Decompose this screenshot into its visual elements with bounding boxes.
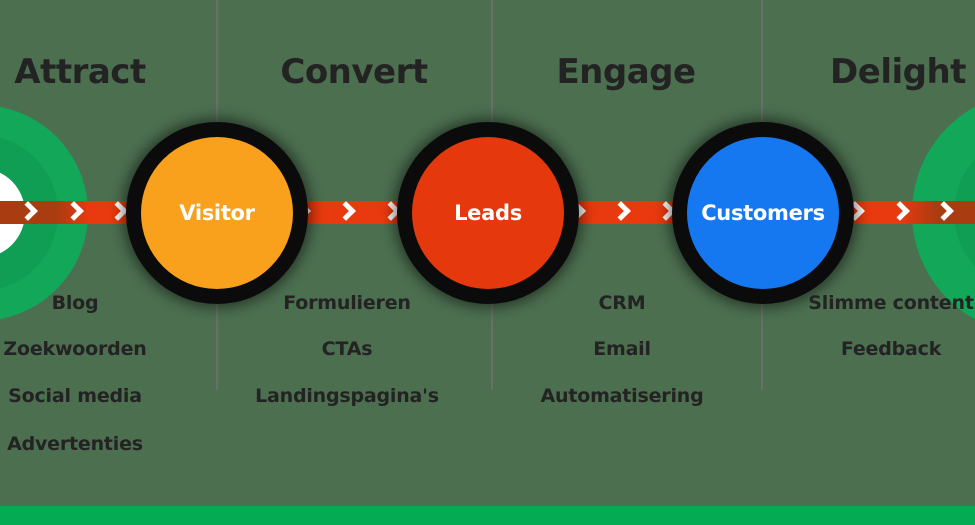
node-visitor: Visitor	[141, 137, 293, 289]
tactic-label: Slimme content	[808, 292, 974, 314]
footer-bar	[0, 506, 975, 525]
tactic-label: CRM	[598, 292, 646, 314]
stage-title-delight: Delight	[830, 52, 966, 92]
tactic-label: Social media	[8, 385, 142, 407]
tactic-label: Feedback	[840, 338, 942, 360]
tactic-label: Formulieren	[283, 292, 411, 314]
node-customers-label: Customers	[701, 201, 825, 225]
tactic-label: Landingspagina's	[255, 385, 439, 407]
node-leads-label: Leads	[454, 201, 522, 225]
tactic-label: Blog	[51, 292, 99, 314]
stage-title-convert: Convert	[280, 52, 428, 92]
tactic-label: Automatisering	[540, 385, 704, 407]
node-customers: Customers	[687, 137, 839, 289]
tactic-label: Advertenties	[7, 433, 143, 455]
tactic-label: Email	[593, 338, 651, 360]
stage-title-attract: Attract	[14, 52, 146, 92]
tactic-label: Zoekwoorden	[3, 338, 147, 360]
stage-title-engage: Engage	[556, 52, 696, 92]
tactic-label: CTAs	[321, 338, 373, 360]
node-leads: Leads	[412, 137, 564, 289]
node-visitor-label: Visitor	[179, 201, 255, 225]
